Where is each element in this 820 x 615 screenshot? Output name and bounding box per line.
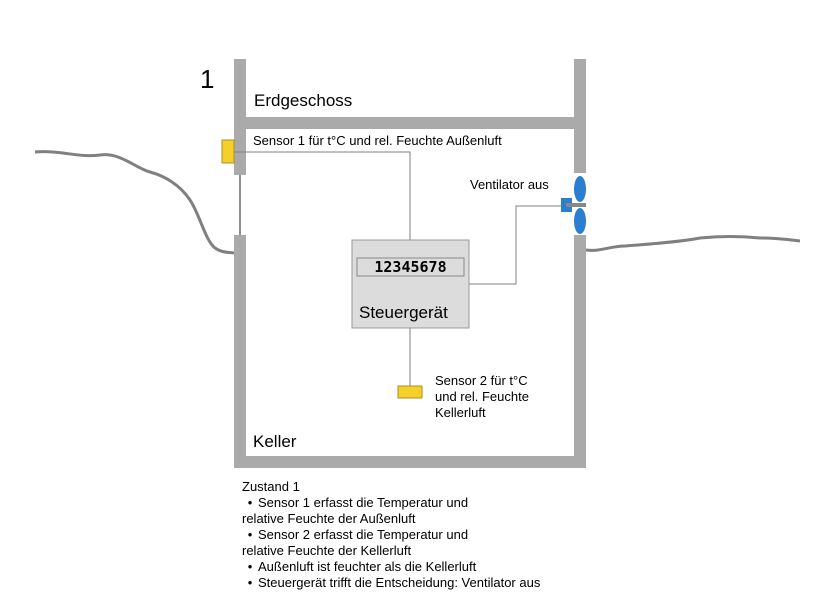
fan-icon bbox=[561, 176, 586, 234]
label-fan-status: Ventilator aus bbox=[470, 177, 549, 192]
bullet-item: •Sensor 2 erfasst die Temperatur und bbox=[247, 527, 469, 542]
bullet-item: •Steuergerät trifft die Entscheidung: Ve… bbox=[247, 575, 541, 590]
state-title: Zustand 1 bbox=[242, 479, 300, 494]
state-description: Zustand 1 •Sensor 1 erfasst die Temperat… bbox=[242, 479, 540, 591]
label-upper-floor: Erdgeschoss bbox=[254, 91, 353, 110]
label-sensor-2: Sensor 2 für t°C und rel. Feuchte Keller… bbox=[435, 373, 529, 421]
wires bbox=[234, 151, 562, 386]
display-value: 12345678 bbox=[374, 258, 447, 276]
sensor-2 bbox=[397, 385, 423, 399]
bullet-continuation: relative Feuchte der Außenluft bbox=[242, 511, 416, 526]
sensor2-line: Sensor 2 für t°C bbox=[435, 373, 528, 388]
state-number: 1 bbox=[200, 64, 215, 94]
bullet-item: •Außenluft ist feuchter als die Kellerlu… bbox=[247, 559, 477, 574]
sensor2-line: und rel. Feuchte bbox=[435, 389, 529, 404]
ground-left bbox=[34, 150, 235, 255]
walls bbox=[234, 59, 586, 468]
label-basement: Keller bbox=[253, 432, 297, 451]
label-sensor-1: Sensor 1 für t°C und rel. Feuchte Außenl… bbox=[253, 133, 502, 148]
bullet-item: •Sensor 1 erfasst die Temperatur und bbox=[247, 495, 469, 510]
sensor-1 bbox=[221, 139, 235, 164]
controller-box bbox=[351, 239, 470, 329]
bullet-continuation: relative Feuchte der Kellerluft bbox=[242, 543, 412, 558]
ground-right bbox=[585, 235, 801, 252]
sensor2-line: Kellerluft bbox=[435, 405, 486, 420]
controller-display bbox=[356, 257, 465, 277]
label-controller: Steuergerät bbox=[359, 303, 448, 322]
